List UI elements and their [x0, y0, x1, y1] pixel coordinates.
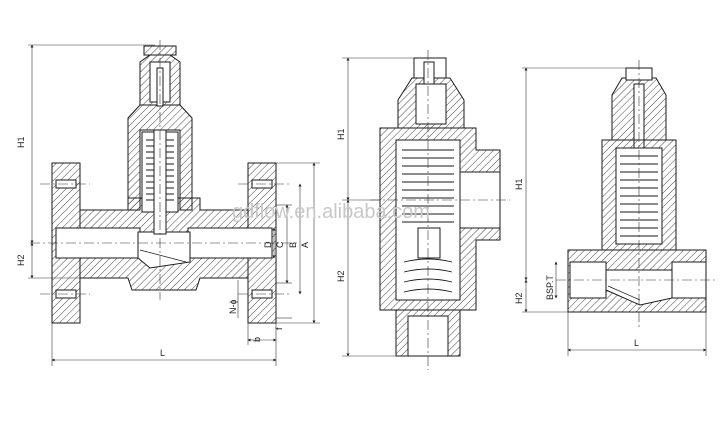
drawing-flanged-valve: H1 H2 L A B C D N-ɸ b f: [16, 40, 320, 366]
drawing-threaded-valve: H1 H2 BSP.T L: [514, 60, 716, 356]
watermark-text: gdflow.en.alibaba.com: [232, 201, 430, 223]
middle-dim-h2-label: H2: [336, 270, 346, 282]
dim-n-phi-label: N-ɸ: [228, 300, 238, 314]
drawing-vertical-valve: H1 H2: [336, 50, 510, 370]
right-dim-l-label: L: [634, 338, 639, 348]
right-dim-h2-label: H2: [514, 292, 524, 304]
dim-c-label: C: [275, 241, 285, 248]
dim-l-label: L: [160, 348, 165, 358]
dim-h2-label: H2: [16, 254, 26, 266]
dim-d-label: D: [263, 241, 273, 248]
dim-h1-label: H1: [16, 136, 26, 148]
middle-dim-h1-label: H1: [336, 128, 346, 140]
dim-b-label: B: [288, 242, 298, 248]
dim-a-label: A: [300, 242, 310, 248]
dim-f-label: f: [274, 327, 284, 330]
right-dim-bspt-label: BSP.T: [545, 275, 555, 300]
dim-b-small-label: b: [252, 337, 262, 342]
right-dim-h1-label: H1: [514, 178, 524, 190]
